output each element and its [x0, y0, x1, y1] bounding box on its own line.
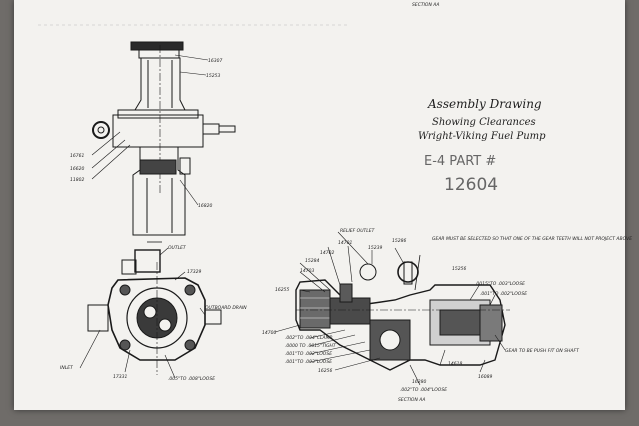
label-16761: 16761 — [70, 153, 84, 159]
title-line-2: Showing Clearances — [432, 117, 536, 128]
side-elevation-leaders — [91, 54, 209, 206]
label-clearance-front: .005"TO .008"LOOSE — [168, 376, 215, 382]
label-relief-outlet: RELIEF OUTLET — [340, 228, 376, 234]
label-clearance-4: .001"TO .003"LOOSE — [285, 359, 332, 365]
label-17331: 17331 — [113, 374, 127, 380]
front-view-leaders — [79, 247, 206, 379]
label-17329: 17329 — [187, 269, 201, 275]
label-outlet: OUTLET — [168, 245, 187, 251]
label-15286: 15286 — [392, 238, 406, 244]
label-clearance-7: .001"TO .002"LOOSE — [480, 291, 527, 297]
label-15284: 15284 — [305, 258, 319, 264]
label-16089: 16089 — [478, 374, 492, 380]
label-16307: 16307 — [208, 58, 222, 64]
label-clearance-2: .0000 TO .0015"TIGHT — [285, 343, 337, 349]
label-14702: 14702 — [320, 250, 334, 256]
label-14701: 14701 — [338, 240, 352, 246]
paper-sheet — [14, 0, 625, 410]
section-top-label: SECTION AA — [412, 2, 439, 8]
label-16255: 16255 — [275, 287, 289, 293]
label-clearance-1: .002"TO .004"CLAMP — [285, 335, 333, 341]
label-11802: 11802 — [70, 177, 84, 183]
title-line-1: Assembly Drawing — [427, 97, 542, 111]
label-14700: 14700 — [262, 330, 276, 336]
label-clearance-3: .001"TO .002"LOOSE — [285, 351, 332, 357]
label-gear-push-fit: GEAR TO BE PUSH FIT ON SHAFT — [505, 348, 580, 354]
side-elevation-view — [92, 41, 236, 236]
label-16820: 16820 — [198, 203, 212, 209]
section-aa-view — [295, 254, 510, 371]
handwritten-part-number: 12604 — [444, 175, 498, 195]
label-15239: 15239 — [368, 245, 382, 251]
label-outboard-drain: OUTBOARD DRAIN — [205, 305, 247, 311]
label-15253: 15253 — [206, 73, 220, 79]
label-16280: 16280 — [412, 379, 426, 385]
title-line-3: Wright-Viking Fuel Pump — [418, 131, 546, 142]
label-16620: 16620 — [70, 166, 84, 172]
label-15256: 15256 — [452, 266, 466, 272]
label-gear-note-top: GEAR MUST BE SELECTED SO THAT ONE OF THE… — [432, 236, 632, 242]
label-clearance-6: .0015"TO .003"LOOSE — [475, 281, 525, 287]
front-view — [87, 241, 222, 375]
handwritten-part-label: E-4 PART # — [424, 154, 496, 169]
label-clearance-8: .002"TO .004"LOOSE — [400, 387, 447, 393]
section-bottom-label: SECTION AA — [398, 397, 425, 403]
section-aa-leaders — [274, 231, 506, 386]
label-14618: 14618 — [448, 361, 462, 367]
label-16256: 16256 — [318, 368, 332, 374]
label-inlet: INLET — [60, 365, 74, 371]
label-14703: 14703 — [300, 268, 314, 274]
